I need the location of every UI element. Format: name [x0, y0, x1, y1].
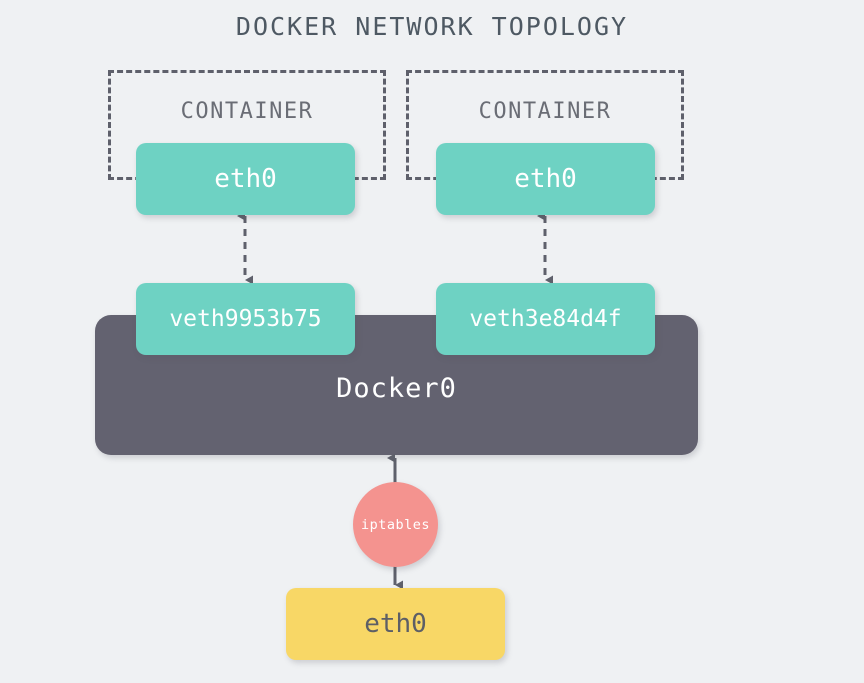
- container-1-eth0-label: eth0: [214, 164, 277, 194]
- host-eth0-interface[interactable]: eth0: [286, 588, 505, 660]
- veth-pair-1-label: veth9953b75: [169, 306, 322, 332]
- iptables-label: iptables: [360, 516, 431, 533]
- container-label-2: CONTAINER: [478, 99, 612, 124]
- veth-pair-2[interactable]: veth3e84d4f: [436, 283, 655, 355]
- page-title: DOCKER NETWORK TOPOLOGY: [235, 12, 629, 41]
- container-label-1: CONTAINER: [180, 99, 314, 124]
- container-2-eth0-label: eth0: [514, 164, 577, 194]
- veth-pair-2-label: veth3e84d4f: [469, 306, 622, 332]
- container-2-eth0-interface[interactable]: eth0: [436, 143, 655, 215]
- iptables-node[interactable]: iptables: [353, 482, 438, 567]
- veth-pair-1[interactable]: veth9953b75: [136, 283, 355, 355]
- docker0-bridge-label: Docker0: [336, 373, 457, 404]
- container-1-eth0-interface[interactable]: eth0: [136, 143, 355, 215]
- host-eth0-label: eth0: [364, 609, 427, 639]
